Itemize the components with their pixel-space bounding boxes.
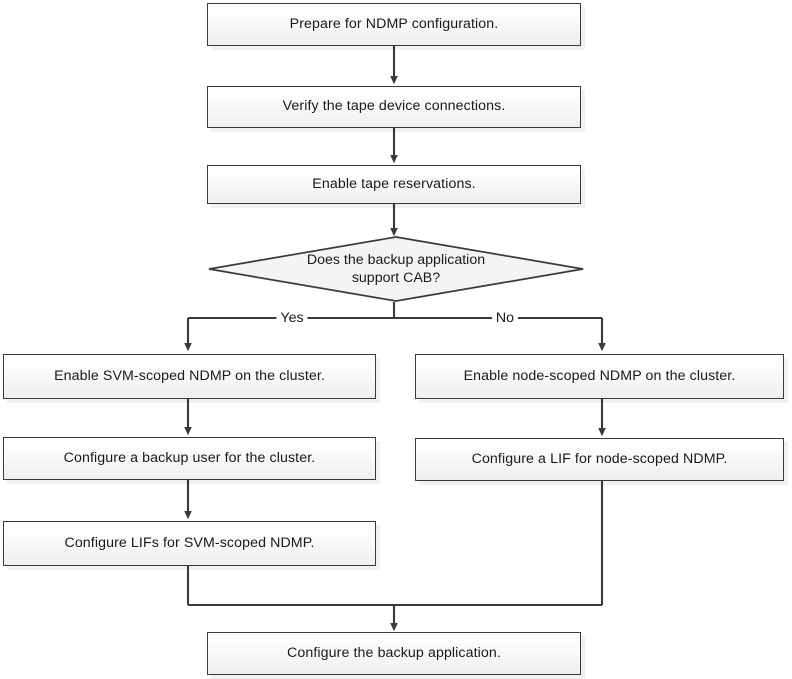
node-configure-lif-node-scoped-ndmp[interactable]: Configure a LIF for node-scoped NDMP. — [415, 438, 784, 481]
node-enable-svm-scoped-ndmp[interactable]: Enable SVM-scoped NDMP on the cluster. — [3, 354, 376, 399]
node-prepare-for-ndmp-configuration[interactable]: Prepare for NDMP configuration. — [207, 3, 581, 46]
node-label: Configure a backup user for the cluster. — [63, 449, 316, 466]
node-label: Configure a LIF for node-scoped NDMP. — [471, 450, 728, 467]
node-label: Enable tape reservations. — [312, 175, 476, 192]
node-label: Configure the backup application. — [287, 644, 501, 661]
node-enable-node-scoped-ndmp[interactable]: Enable node-scoped NDMP on the cluster. — [415, 354, 784, 399]
decision-label-line-2: support CAB? — [351, 270, 441, 286]
node-label: Prepare for NDMP configuration. — [289, 15, 499, 32]
node-configure-backup-user[interactable]: Configure a backup user for the cluster. — [3, 437, 376, 480]
node-label: Configure LIFs for SVM-scoped NDMP. — [64, 534, 315, 551]
edge-label-yes: Yes — [276, 311, 308, 326]
node-enable-tape-reservations[interactable]: Enable tape reservations. — [207, 165, 581, 204]
edge-label-no: No — [491, 311, 519, 326]
node-label: Enable node-scoped NDMP on the cluster. — [463, 367, 736, 384]
node-label: Verify the tape device connections. — [282, 98, 506, 115]
node-configure-lifs-svm-scoped-ndmp[interactable]: Configure LIFs for SVM-scoped NDMP. — [3, 521, 376, 566]
node-decision-backup-application-supports-cab[interactable]: Does the backup application support CAB? — [206, 234, 586, 304]
node-verify-tape-device-connections[interactable]: Verify the tape device connections. — [207, 86, 581, 128]
diamond-shape — [206, 234, 586, 304]
node-label: Enable SVM-scoped NDMP on the cluster. — [54, 367, 325, 384]
decision-label-line-1: Does the backup application — [306, 251, 486, 268]
node-label: Does the backup application support CAB? — [307, 251, 485, 287]
node-configure-backup-application[interactable]: Configure the backup application. — [207, 632, 581, 675]
